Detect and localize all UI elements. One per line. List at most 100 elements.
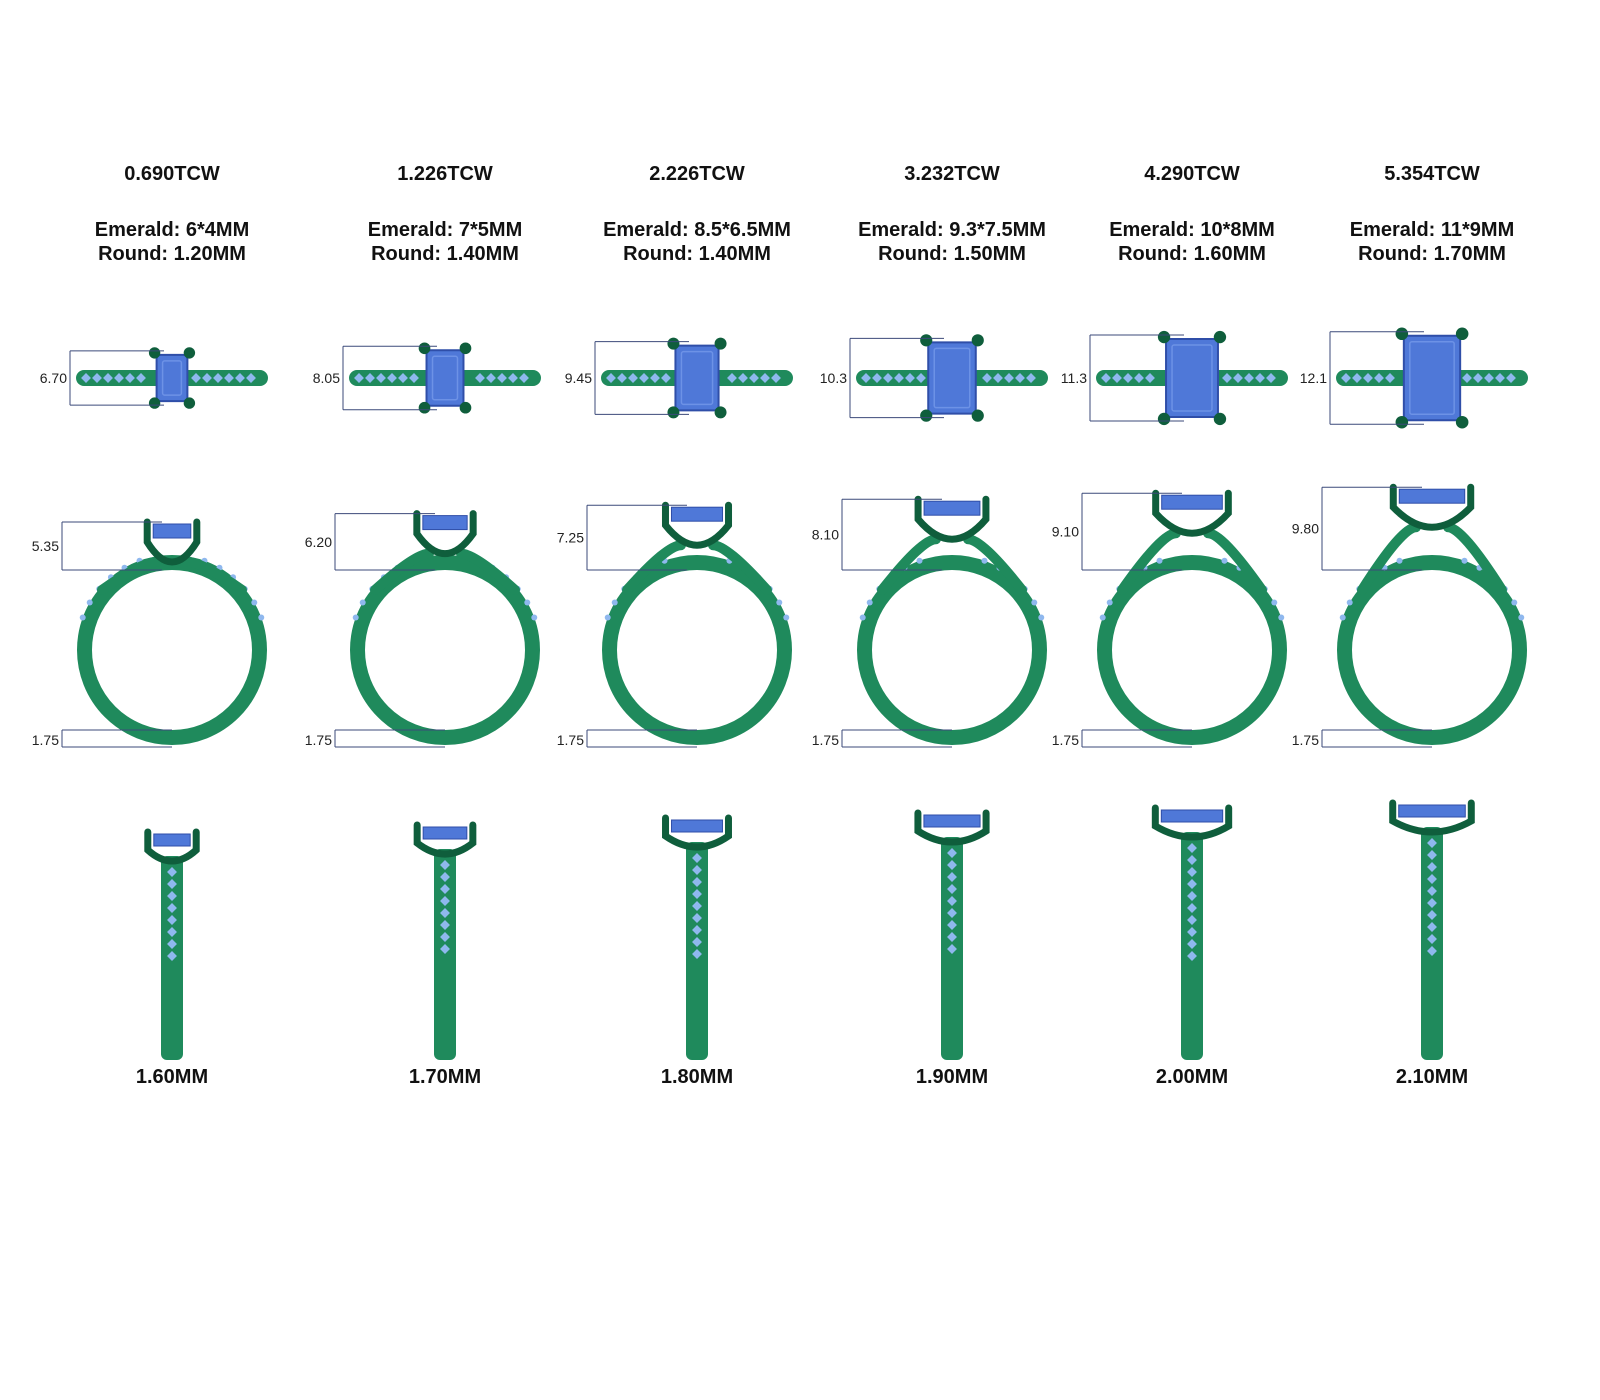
accent-stone-icon xyxy=(692,865,702,875)
accent-stone-icon xyxy=(440,872,450,882)
accent-stone-icon xyxy=(1427,838,1437,848)
accent-stone-icon xyxy=(749,373,759,383)
accent-stone-icon xyxy=(475,373,485,383)
shoulder-left xyxy=(1357,522,1421,595)
accent-stone-icon xyxy=(524,599,531,606)
accent-stone-icon xyxy=(365,373,375,383)
accent-stone-icon xyxy=(1187,855,1197,865)
emerald-gem-side-icon xyxy=(923,500,981,516)
side-height-label: 6.20 xyxy=(305,534,332,550)
accent-stone-icon xyxy=(1427,946,1437,956)
accent-stone-icon xyxy=(1244,373,1254,383)
accent-stone-icon xyxy=(1518,614,1525,621)
accent-stone-icon xyxy=(1427,874,1437,884)
prong-icon xyxy=(1157,330,1171,344)
top-height-label: 9.45 xyxy=(565,370,592,386)
emerald-gem-front-icon xyxy=(422,826,468,840)
accent-stone-icon xyxy=(1374,373,1384,383)
band-width-label: 1.70MM xyxy=(409,1066,481,1088)
accent-stone-icon xyxy=(1099,614,1106,621)
accent-stone-icon xyxy=(1511,599,1518,606)
accent-stone-icon xyxy=(1255,373,1265,383)
accent-stone-icon xyxy=(883,373,893,383)
prong-icon xyxy=(920,409,933,422)
accent-stone-icon xyxy=(1461,557,1468,564)
gem-facet-line xyxy=(1409,341,1455,415)
accent-stone-icon xyxy=(628,373,638,383)
accent-stone-icon xyxy=(440,944,450,954)
round-size-label: Round: 1.60MM xyxy=(1118,243,1266,265)
emerald-gem-side-icon xyxy=(422,515,468,531)
accent-stone-icon xyxy=(947,896,957,906)
prong-icon xyxy=(971,334,984,347)
shoulder-left xyxy=(622,540,686,595)
round-size-label: Round: 1.50MM xyxy=(878,243,1026,265)
prong-icon xyxy=(1395,327,1409,341)
accent-stone-icon xyxy=(235,373,245,383)
emerald-gem-front-icon xyxy=(671,819,723,833)
accent-stone-icon xyxy=(1462,373,1472,383)
round-size-label: Round: 1.70MM xyxy=(1358,243,1506,265)
emerald-size-label: Emerald: 10*8MM xyxy=(1109,219,1275,241)
prong-icon xyxy=(920,334,933,347)
accent-stone-icon xyxy=(1187,903,1197,913)
accent-stone-icon xyxy=(409,373,419,383)
emerald-gem-front-icon xyxy=(1398,804,1466,818)
side-height-label: 8.10 xyxy=(812,527,839,543)
accent-stone-icon xyxy=(611,599,618,606)
shoulder-left xyxy=(97,557,161,595)
accent-stone-icon xyxy=(981,557,988,564)
accent-stone-icon xyxy=(947,908,957,918)
emerald-gem-front-icon xyxy=(1160,809,1224,823)
accent-stone-icon xyxy=(1106,599,1113,606)
accent-stone-icon xyxy=(905,373,915,383)
gem-facet-line xyxy=(680,350,714,406)
accent-stone-icon xyxy=(692,901,702,911)
accent-stone-icon xyxy=(519,373,529,383)
head-basket xyxy=(413,510,477,558)
prong-icon xyxy=(148,347,161,359)
accent-stone-icon xyxy=(982,373,992,383)
prong-icon xyxy=(418,342,431,355)
prong-icon xyxy=(1213,330,1227,344)
accent-stone-icon xyxy=(783,614,790,621)
accent-stone-icon xyxy=(202,373,212,383)
accent-stone-icon xyxy=(1187,915,1197,925)
accent-stone-icon xyxy=(1363,373,1373,383)
prong-icon xyxy=(1395,415,1409,429)
accent-stone-icon xyxy=(1427,850,1437,860)
tcw-label: 4.290TCW xyxy=(1144,163,1240,185)
accent-stone-icon xyxy=(947,884,957,894)
accent-stone-icon xyxy=(246,373,256,383)
accent-stone-icon xyxy=(1346,599,1353,606)
accent-stone-icon xyxy=(1015,373,1025,383)
band-width-label: 1.90MM xyxy=(916,1066,988,1088)
accent-stone-icon xyxy=(213,373,223,383)
accent-stone-icon xyxy=(947,872,957,882)
prong-icon xyxy=(1455,327,1469,341)
accent-stone-icon xyxy=(1266,373,1276,383)
accent-stone-icon xyxy=(167,927,177,937)
accent-stone-icon xyxy=(604,614,611,621)
accent-stone-icon xyxy=(1427,862,1437,872)
side-height-label: 9.10 xyxy=(1052,524,1079,540)
accent-stone-icon xyxy=(191,373,201,383)
accent-stone-icon xyxy=(167,891,177,901)
emerald-gem-top-icon xyxy=(927,341,977,415)
emerald-gem-side-icon xyxy=(152,523,192,539)
accent-stone-icon xyxy=(531,614,538,621)
accent-stone-icon xyxy=(1187,867,1197,877)
accent-stone-icon xyxy=(497,373,507,383)
accent-stone-icon xyxy=(661,373,671,383)
accent-stone-icon xyxy=(1495,373,1505,383)
band-width-label: 2.10MM xyxy=(1396,1066,1468,1088)
accent-stone-icon xyxy=(167,879,177,889)
top-height-label: 10.3 xyxy=(820,370,847,386)
tcw-label: 3.232TCW xyxy=(904,163,1000,185)
accent-stone-icon xyxy=(1187,891,1197,901)
top-height-label: 11.3 xyxy=(1061,370,1087,386)
accent-stone-icon xyxy=(1271,599,1278,606)
prong-icon xyxy=(418,401,431,414)
emerald-gem-top-icon xyxy=(1165,338,1219,418)
